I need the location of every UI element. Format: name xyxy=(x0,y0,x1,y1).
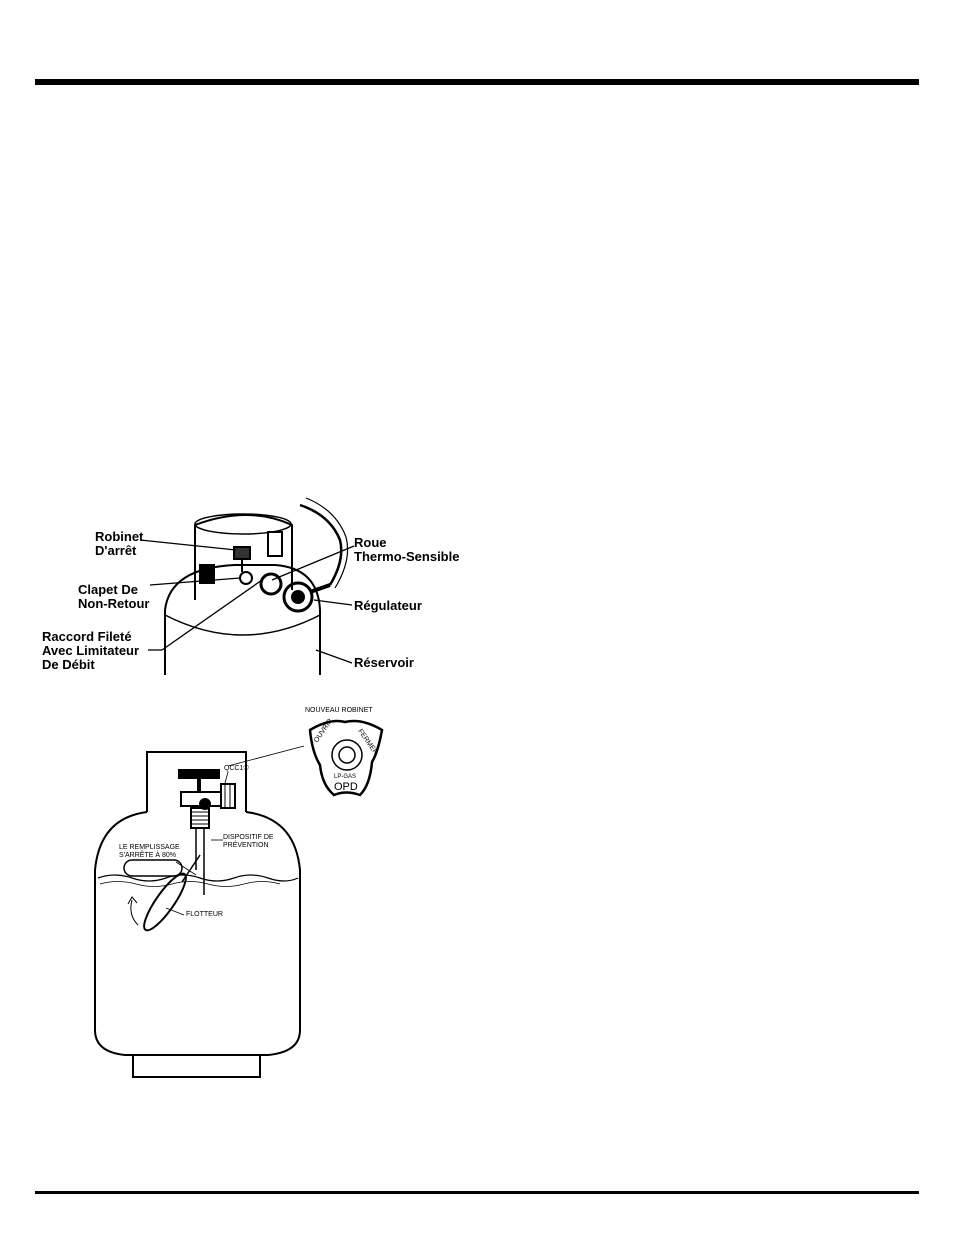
label-remplissage: LE REMPLISSAGE S'ARRÊTE À 80% xyxy=(119,844,180,859)
knob-inset xyxy=(308,719,384,797)
label-reservoir: Réservoir xyxy=(354,655,414,670)
collar xyxy=(194,514,293,600)
hose xyxy=(299,503,343,586)
label-raccord: Raccord Fileté Avec Limitateur De Débit xyxy=(42,629,140,672)
label-roue: Roue Thermo-Sensible xyxy=(354,535,460,564)
label-robinet: Robinet D'arrêt xyxy=(95,529,144,558)
knob-label-lp-gas: LP-GAS xyxy=(334,774,357,780)
opd-foot-ring xyxy=(132,1055,261,1078)
label-dispositif: DISPOSITIF DE PRÉVENTION xyxy=(223,834,274,849)
knob-label-opd: OPD xyxy=(334,781,358,793)
label-qcc: QCC1® xyxy=(224,765,249,772)
label-clapet: Clapet De Non-Retour xyxy=(78,582,150,611)
opd-tank xyxy=(94,811,301,1056)
opd-collar xyxy=(146,751,247,812)
liquid-level xyxy=(97,874,299,882)
top-rule xyxy=(35,79,919,85)
label-regulateur: Régulateur xyxy=(354,598,422,613)
label-flotteur: FLOTTEUR xyxy=(186,911,223,918)
label-nouveau-robinet: NOUVEAU ROBINET xyxy=(305,707,373,714)
tank-seam xyxy=(164,614,321,636)
bottom-rule xyxy=(35,1191,919,1194)
